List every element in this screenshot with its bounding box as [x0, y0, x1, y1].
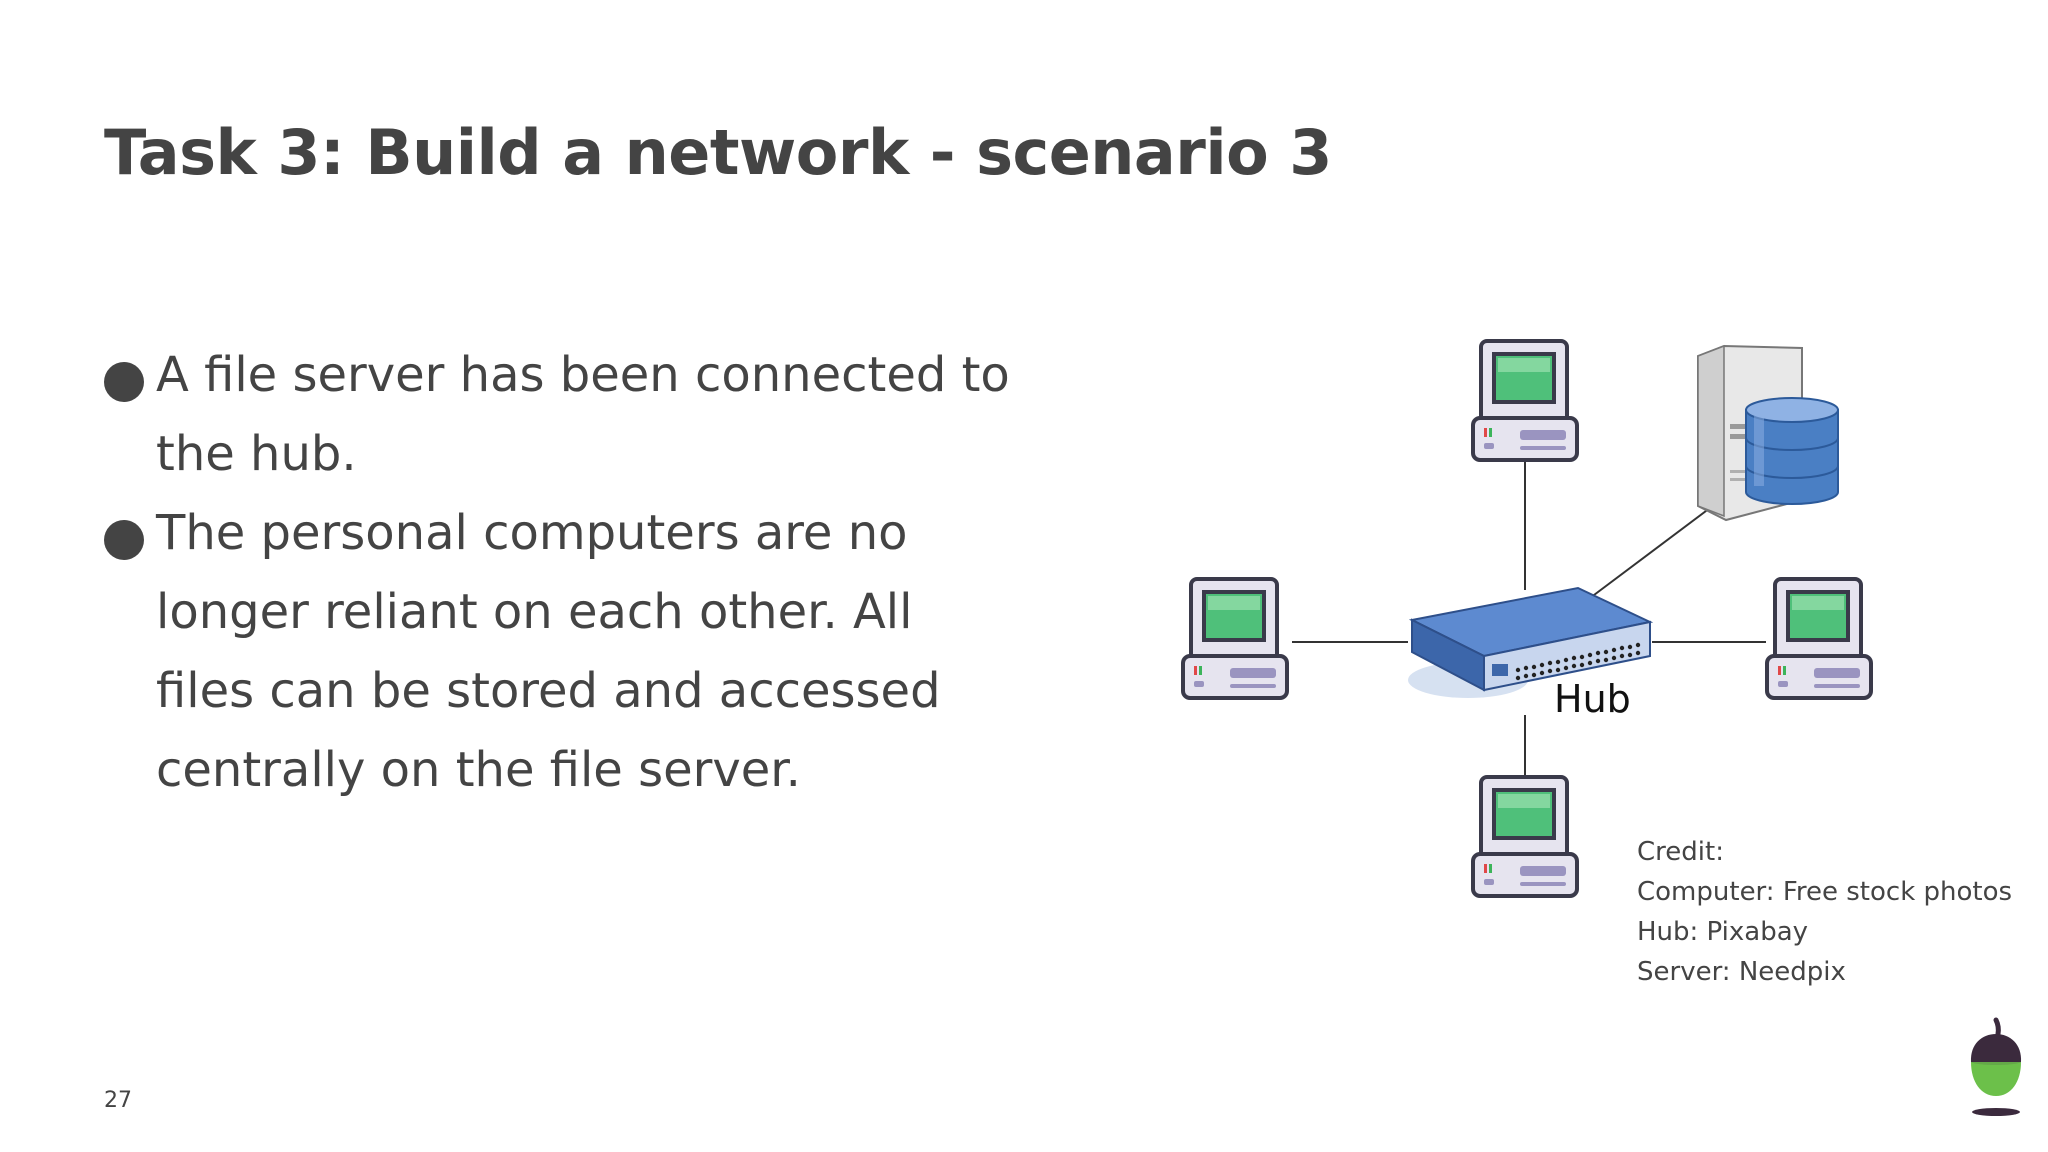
credit-line: Hub: Pixabay	[1637, 917, 1809, 947]
credit-block: Credit: Computer: Free stock photos Hub:…	[1637, 832, 2012, 992]
credit-line: Server: Needpix	[1637, 957, 1846, 987]
network-diagram: Hub	[1181, 339, 1873, 898]
bullet-dot-icon	[104, 362, 144, 402]
slide-title: Task 3: Build a network - scenario 3	[104, 116, 1332, 189]
computer-left-icon	[1181, 577, 1289, 700]
computer-top-icon	[1471, 339, 1579, 462]
computer-bottom-icon	[1471, 775, 1579, 898]
bullet-item: A file server has been connected to the …	[104, 336, 1024, 494]
bullet-text: The personal computers are no longer rel…	[156, 505, 941, 798]
bullet-text: A file server has been connected to the …	[156, 347, 1010, 482]
acorn-icon	[1970, 1017, 2022, 1116]
credit-heading: Credit:	[1637, 837, 1724, 867]
bullet-dot-icon	[104, 520, 144, 560]
computer-right-icon	[1765, 577, 1873, 700]
network-links	[1292, 460, 1766, 782]
bullet-item: The personal computers are no longer rel…	[104, 494, 1024, 810]
hub-label: Hub	[1554, 677, 1631, 721]
credit-line: Computer: Free stock photos	[1637, 877, 2013, 907]
page-number: 27	[104, 1088, 132, 1113]
link-file-server	[1589, 507, 1711, 599]
bullet-list: A file server has been connected to the …	[104, 336, 1024, 810]
file-server-icon	[1697, 344, 1839, 522]
hub-icon	[1408, 586, 1654, 698]
